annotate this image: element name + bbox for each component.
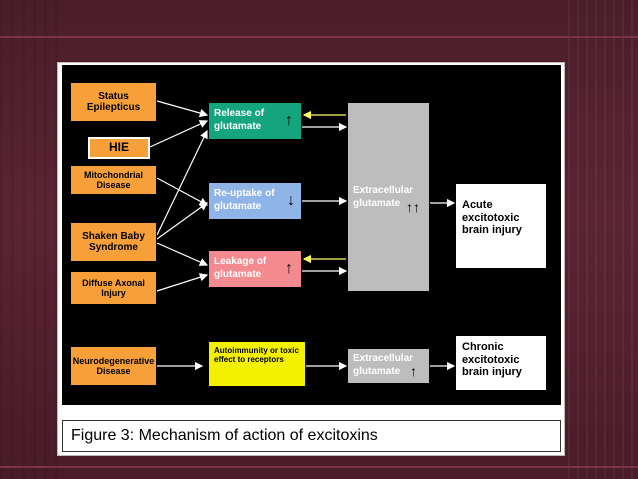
outcome-acute: Acute excitotoxic brain injury (455, 183, 547, 269)
mechanism-diagram: Status Epilepticus HIE Mitochondrial Dis… (62, 65, 561, 405)
figure-caption: Figure 3: Mechanism of action of excitox… (62, 420, 561, 452)
source-diffuse-axonal-injury: Diffuse Axonal Injury (70, 271, 157, 305)
arrow-dai-to-leakage (156, 273, 209, 292)
source-mitochondrial-disease: Mitochondrial Disease (70, 165, 157, 195)
increase-arrow-icon: ↑ (410, 363, 417, 379)
extracellular-glutamate-bottom: Extracellular glutamate ↑ (347, 348, 430, 384)
decrease-arrow-icon: ↓ (287, 192, 295, 209)
source-label: Neurodegenerative Disease (72, 355, 155, 376)
mechanism-leakage: Leakage of glutamate ↑ (208, 250, 302, 288)
background-rule (0, 36, 638, 38)
outcome-chronic: Chronic excitotoxic brain injury (455, 335, 547, 391)
arrow-shaken-to-leakage (156, 242, 209, 266)
source-hie: HIE (88, 137, 150, 159)
background-stripes-left (0, 0, 60, 479)
mechanism-autoimmunity: Autoimmunity or toxic effect to receptor… (208, 341, 306, 387)
connector-arrows (149, 100, 456, 371)
outcome-acute-label: Acute excitotoxic brain injury (462, 199, 522, 237)
mechanism-release: Release of glutamate ↑ (208, 102, 302, 140)
background-rule (0, 466, 638, 468)
source-shaken-baby-syndrome: Shaken Baby Syndrome (70, 222, 157, 262)
mechanism-autoimmunity-label: Autoimmunity or toxic effect to receptor… (214, 346, 299, 365)
mechanism-leakage-label: Leakage of glutamate (214, 256, 267, 280)
arrow-shaken-to-reuptake (156, 202, 208, 240)
source-neurodegenerative-disease: Neurodegenerative Disease (70, 346, 157, 386)
source-label: Diffuse Axonal Injury (82, 277, 145, 298)
source-label: Shaken Baby Syndrome (82, 230, 145, 254)
source-status-epilepticus: Status Epilepticus (70, 82, 157, 122)
increase-arrow-icon: ↑ (285, 112, 293, 129)
source-label: HIE (108, 140, 129, 155)
arrow-status-to-release (156, 100, 209, 118)
increase-arrow-icon: ↑ (285, 260, 293, 277)
arrow-hie-to-release (149, 120, 209, 148)
mechanism-release-label: Release of glutamate (214, 108, 265, 132)
source-label: Mitochondrial Disease (84, 169, 143, 190)
background-stripes-right (568, 0, 638, 479)
extracellular-glutamate-top: Extracellular glutamate ↑↑ (347, 102, 430, 292)
extracellular-bottom-label: Extracellular glutamate (353, 353, 414, 377)
outcome-chronic-label: Chronic excitotoxic brain injury (462, 341, 522, 379)
extracellular-top-label: Extracellular glutamate (353, 185, 414, 209)
arrow-mito-to-reuptake (156, 177, 209, 206)
source-label: Status Epilepticus (86, 90, 141, 114)
double-increase-arrow-icon: ↑↑ (406, 199, 420, 215)
arrow-shaken-to-release (156, 129, 208, 236)
mechanism-reuptake-label: Re-uptake of glutamate (214, 188, 275, 212)
mechanism-reuptake: Re-uptake of glutamate ↓ (208, 182, 302, 220)
